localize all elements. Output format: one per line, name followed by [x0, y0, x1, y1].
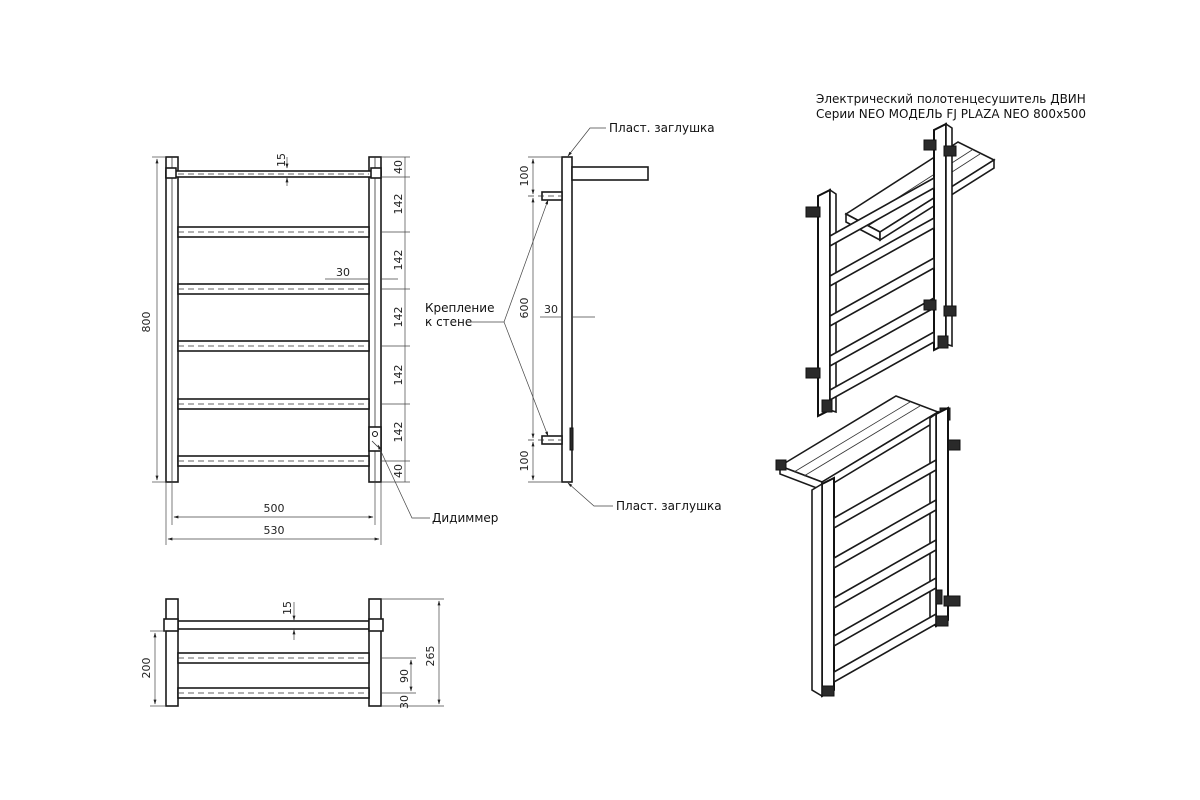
- top-plug-label: Пласт. заглушка: [609, 121, 715, 135]
- crossbars: [177, 226, 370, 467]
- top-view: 15 200 90 30 265: [140, 598, 444, 709]
- top-view-right-post: [368, 598, 382, 707]
- dim-top-view-edge: 30: [398, 695, 411, 709]
- dim-mount-spacing: 600: [518, 298, 531, 319]
- dim-bar-thickness: 30: [336, 266, 350, 279]
- dim-bottom-offset: 100: [518, 451, 531, 472]
- side-upright: [561, 156, 573, 483]
- top-view-left-post: [165, 598, 179, 707]
- dim-width-inner: 500: [264, 502, 285, 515]
- dim-top-view-spacing: 90: [398, 669, 411, 683]
- dim-top-view-depth-left: 200: [140, 658, 153, 679]
- svg-text:142: 142: [392, 307, 405, 328]
- iso-back-bars: [829, 176, 935, 402]
- front-view: 800 15 30 40 142 142 142 142 142 40: [140, 153, 498, 545]
- title-line-1: Электрический полотенцесушитель ДВИН: [816, 92, 1086, 106]
- dim-depth: 30: [544, 303, 558, 316]
- mount-label-2: к стене: [425, 315, 472, 329]
- svg-text:40: 40: [392, 464, 405, 478]
- dim-height: 800: [140, 312, 153, 333]
- drawing-title: Электрический полотенцесушитель ДВИН Сер…: [816, 92, 1086, 121]
- dim-top-offset: 100: [518, 166, 531, 187]
- dim-width-outer: 530: [264, 524, 285, 537]
- isometric-view-back: [805, 122, 996, 418]
- side-view: 100 600 100 30 Пласт. заглушка Пласт. за…: [425, 121, 722, 513]
- svg-text:40: 40: [392, 160, 405, 174]
- isometric-view-front: [775, 395, 961, 698]
- title-line-2: Серии NEO МОДЕЛЬ FJ PLAZA NEO 800х500: [816, 107, 1086, 121]
- side-shelf-arm: [571, 166, 649, 181]
- dim-top-view-gap: 15: [281, 601, 294, 615]
- dim-top-view-depth-total: 265: [424, 646, 437, 667]
- svg-text:142: 142: [392, 250, 405, 271]
- dimmer-label: Дидиммер: [432, 511, 498, 525]
- dim-top-gap: 15: [275, 153, 288, 167]
- mount-label-1: Крепление: [425, 301, 494, 315]
- svg-text:142: 142: [392, 194, 405, 215]
- svg-text:142: 142: [392, 365, 405, 386]
- bottom-plug-label: Пласт. заглушка: [616, 499, 722, 513]
- svg-text:142: 142: [392, 422, 405, 443]
- segment-dimensions: 40 142 142 142 142 142 40: [381, 156, 410, 483]
- iso-front-bars: [833, 458, 937, 684]
